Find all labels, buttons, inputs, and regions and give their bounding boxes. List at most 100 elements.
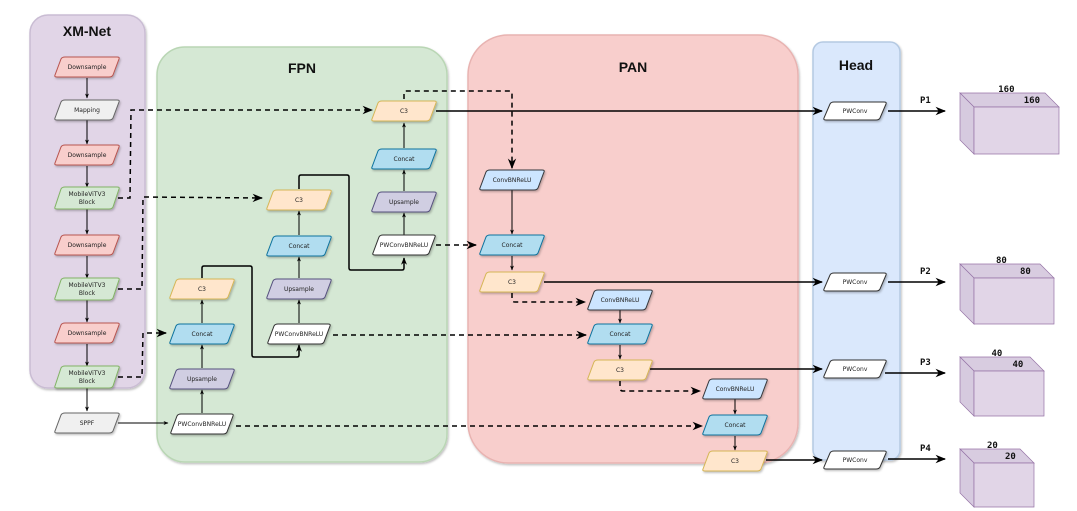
node-shape — [702, 450, 768, 472]
cube-dim-height: 20 — [1005, 452, 1016, 462]
cube-dim-width: 20 — [987, 441, 998, 451]
node-fpn-cat2: Concat — [266, 235, 332, 257]
node-label: PWConv — [843, 457, 868, 464]
skip-edge — [511, 293, 587, 307]
node-shape — [479, 271, 545, 293]
node-pan-conv1: ConvBNReLU — [479, 169, 545, 191]
node-fpn-cat1: Concat — [169, 323, 235, 345]
node-pan-cat1: Concat — [479, 234, 545, 256]
node-fpn-c3-3: C3 — [371, 100, 437, 122]
node-bb-down4: Downsample — [54, 322, 120, 344]
group-head: Head — [812, 41, 901, 461]
cube-dim-height: 80 — [1020, 267, 1031, 277]
node-label: Downsample — [68, 64, 107, 71]
node-label: Concat — [289, 243, 311, 250]
output-scale-label: P4 — [920, 444, 931, 454]
node-label: Concat — [725, 422, 747, 429]
node-shape — [54, 56, 120, 78]
node-shape — [823, 359, 887, 379]
node-label: MobileViTV3 — [69, 191, 106, 198]
node-label: Downsample — [68, 330, 107, 337]
node-label: Mapping — [74, 107, 100, 114]
cube-front-face — [973, 370, 1045, 417]
skip-edge — [118, 328, 168, 378]
cube-front-face — [973, 106, 1060, 155]
output-p4: 20 20 P4 — [920, 441, 1035, 508]
group-title-pan: PAN — [619, 59, 648, 75]
node-shape — [823, 272, 887, 292]
node-shape — [702, 414, 768, 436]
cube-dim-height: 40 — [1013, 360, 1024, 370]
node-sppf: SPPF — [54, 412, 120, 434]
node-label: MobileViTV3 — [69, 370, 106, 377]
node-fpn-c3-1: C3 — [169, 278, 235, 300]
node-pan-cat3: Concat — [702, 414, 768, 436]
node-pan-cat2: Concat — [587, 323, 653, 345]
skip-edge — [118, 105, 374, 199]
node-label: Concat — [502, 242, 524, 249]
group-title-head: Head — [839, 57, 873, 73]
node-label: Upsample — [389, 199, 419, 206]
node-head-pw3: PWConv — [823, 359, 887, 379]
node-label: PWConvBNReLU — [178, 421, 226, 428]
node-label: Block — [79, 290, 96, 297]
node-head-pw4: PWConv — [823, 450, 887, 470]
cube-top-face — [959, 263, 1055, 279]
node-head-pw1: PWConv — [823, 101, 887, 121]
group-title-fpn: FPN — [288, 60, 316, 76]
node-shape — [54, 99, 120, 121]
node-pan-conv3: ConvBNReLU — [702, 378, 768, 400]
node-label: SPPF — [80, 420, 95, 427]
skip-edge — [118, 193, 264, 290]
node-shape — [587, 323, 653, 345]
node-shape — [54, 365, 120, 389]
output-scale-label: P2 — [920, 267, 931, 277]
node-shape — [54, 144, 120, 166]
cube-dim-width: 160 — [998, 85, 1014, 95]
node-fpn-pw3: PWConvBNReLU — [372, 234, 436, 256]
cube-dim-width: 40 — [992, 349, 1003, 359]
node-pan-c3-2: C3 — [587, 359, 653, 381]
node-shape — [54, 412, 120, 434]
node-label: ConvBNReLU — [601, 297, 640, 304]
node-shape — [479, 234, 545, 256]
cube-dim-width: 80 — [996, 256, 1007, 266]
node-fpn-cat3: Concat — [371, 148, 437, 170]
node-shape — [371, 148, 437, 170]
node-bb-down2: Downsample — [54, 144, 120, 166]
node-label: PWConvBNReLU — [275, 331, 323, 338]
node-label: PWConvBNReLU — [380, 242, 428, 249]
node-shape — [54, 234, 120, 256]
node-fpn-up2: Upsample — [266, 278, 332, 300]
node-label: Concat — [192, 331, 214, 338]
node-shape — [169, 323, 235, 345]
node-shape — [371, 100, 437, 122]
node-label: C3 — [295, 197, 303, 204]
node-shape — [587, 359, 653, 381]
node-shape — [54, 186, 120, 210]
node-shape — [823, 450, 887, 470]
cube-top-face — [959, 356, 1045, 372]
output-scale-label: P3 — [920, 358, 931, 368]
node-label: Block — [79, 199, 96, 206]
node-shape — [587, 289, 653, 311]
skip-edge — [619, 381, 702, 396]
node-shape — [169, 368, 235, 390]
node-head-pw2: PWConv — [823, 272, 887, 292]
edge — [298, 174, 407, 271]
node-label: C3 — [400, 108, 408, 115]
node-label: C3 — [508, 279, 516, 286]
node-label: ConvBNReLU — [716, 386, 755, 393]
node-fpn-pw2: PWConvBNReLU — [267, 323, 331, 345]
output-scale-label: P1 — [920, 96, 931, 106]
node-label: PWConv — [843, 279, 868, 286]
node-shape — [170, 413, 234, 435]
node-label: C3 — [198, 286, 206, 293]
node-label: C3 — [731, 458, 739, 465]
node-shape — [169, 278, 235, 300]
